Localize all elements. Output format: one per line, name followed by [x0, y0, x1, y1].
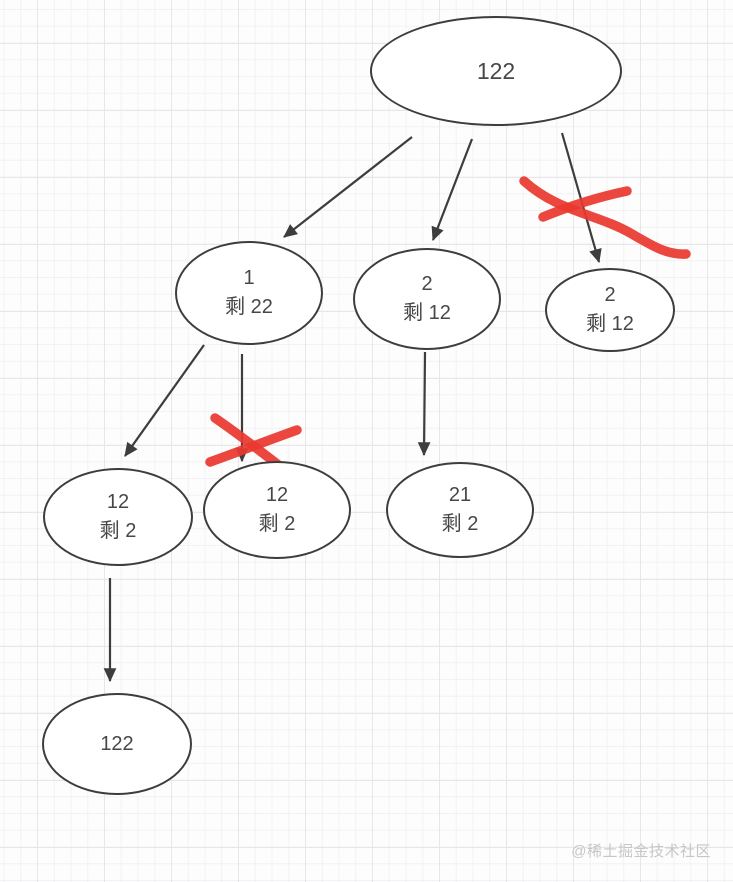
- tree-node-label-line: 12: [106, 491, 130, 513]
- tree-node-label-line: 12: [265, 484, 289, 506]
- tree-node-label-line: 剩 2: [258, 513, 296, 535]
- tree-node-label-line: 2: [421, 273, 433, 295]
- tree-node-label-line: 2: [604, 284, 616, 306]
- tree-node-label-line: 122: [476, 57, 516, 84]
- tree-node-label-line: 剩 22: [225, 296, 273, 318]
- tree-node-child-2: 2 剩 12: [353, 248, 501, 350]
- tree-node-leaf-122: 122: [42, 693, 192, 795]
- tree-node-label-line: 剩 12: [403, 302, 451, 324]
- tree-node-child-2-dup: 2 剩 12: [545, 268, 675, 352]
- tree-node-label-line: 剩 12: [586, 313, 634, 335]
- tree-node-label-line: 剩 2: [441, 513, 479, 535]
- tree-node-label-line: 剩 2: [99, 520, 137, 542]
- tree-node-label-line: 21: [448, 484, 472, 506]
- tree-node-label-line: 1: [243, 267, 255, 289]
- tree-node-child-1: 1 剩 22: [175, 241, 323, 345]
- watermark: @稀土掘金技术社区: [571, 843, 711, 860]
- tree-node-label-line: 122: [100, 732, 134, 755]
- tree-node-root: 122: [370, 16, 622, 126]
